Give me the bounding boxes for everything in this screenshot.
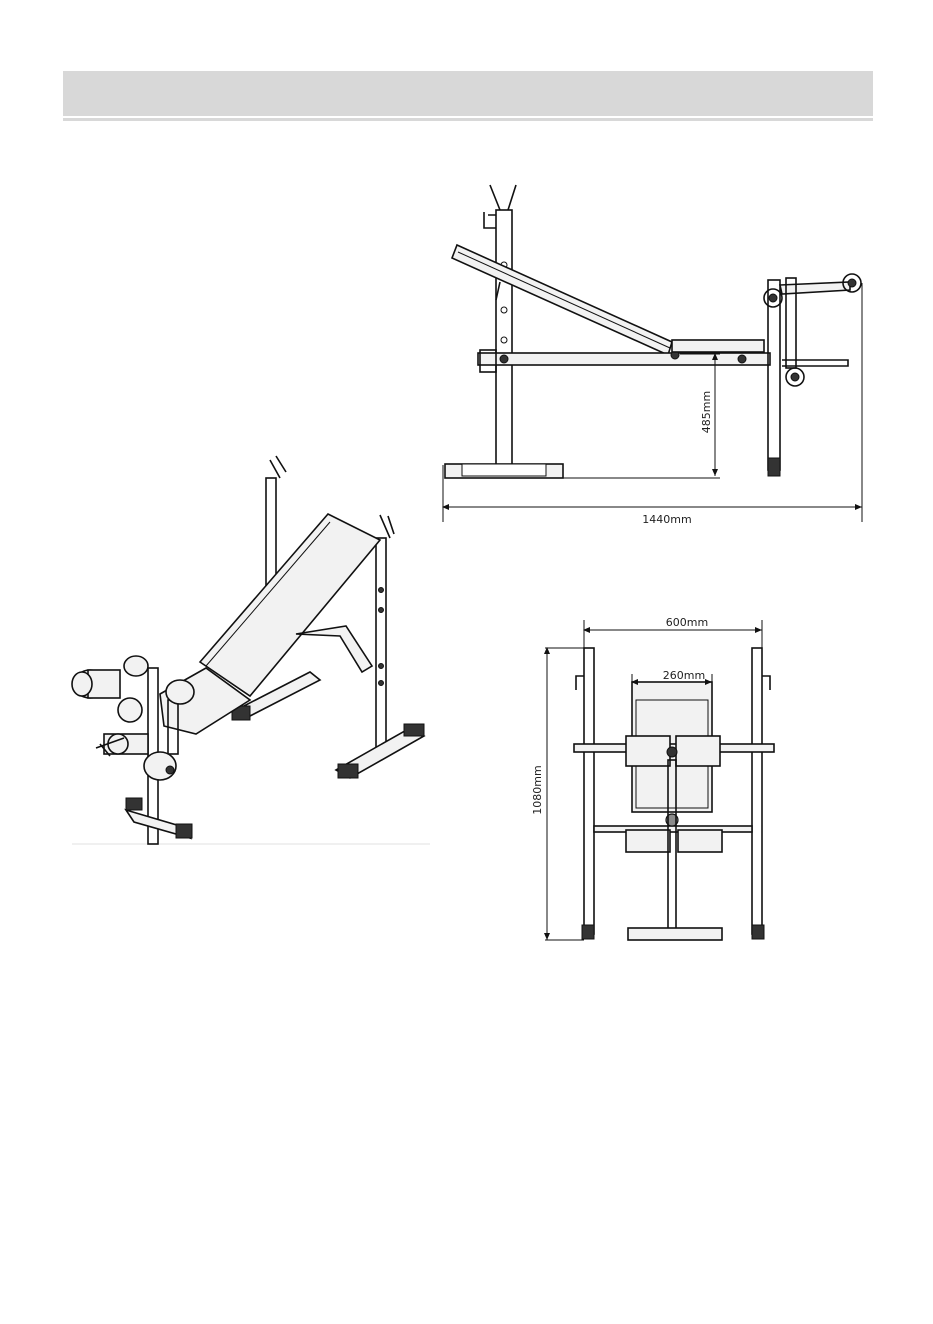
side-front-upright <box>768 280 780 470</box>
dim-seat-height: 485mm <box>700 391 713 433</box>
side-view: 485mm 1440mm <box>443 185 862 526</box>
top-right-rail <box>752 648 762 934</box>
top-roller-left <box>626 736 670 766</box>
side-backrest <box>452 245 672 355</box>
dim-seat-width: 260mm <box>663 669 705 682</box>
top-roller-right <box>676 736 720 766</box>
side-seat <box>672 340 764 352</box>
top-left-rail <box>584 648 594 934</box>
iso-upright-right <box>376 538 386 750</box>
iso-roller-3 <box>166 680 194 704</box>
top-front-foot <box>628 928 722 940</box>
dim-total-length: 1440mm <box>642 513 691 526</box>
side-main-rail <box>478 353 770 365</box>
side-upright <box>496 210 512 466</box>
isometric-view <box>72 456 430 844</box>
dim-length: 1080mm <box>531 765 544 814</box>
iso-backrest <box>200 514 380 696</box>
dim-width: 600mm <box>666 616 708 629</box>
iso-roller-2 <box>118 698 142 722</box>
top-view: 600mm 260mm 1080mm <box>531 616 774 940</box>
